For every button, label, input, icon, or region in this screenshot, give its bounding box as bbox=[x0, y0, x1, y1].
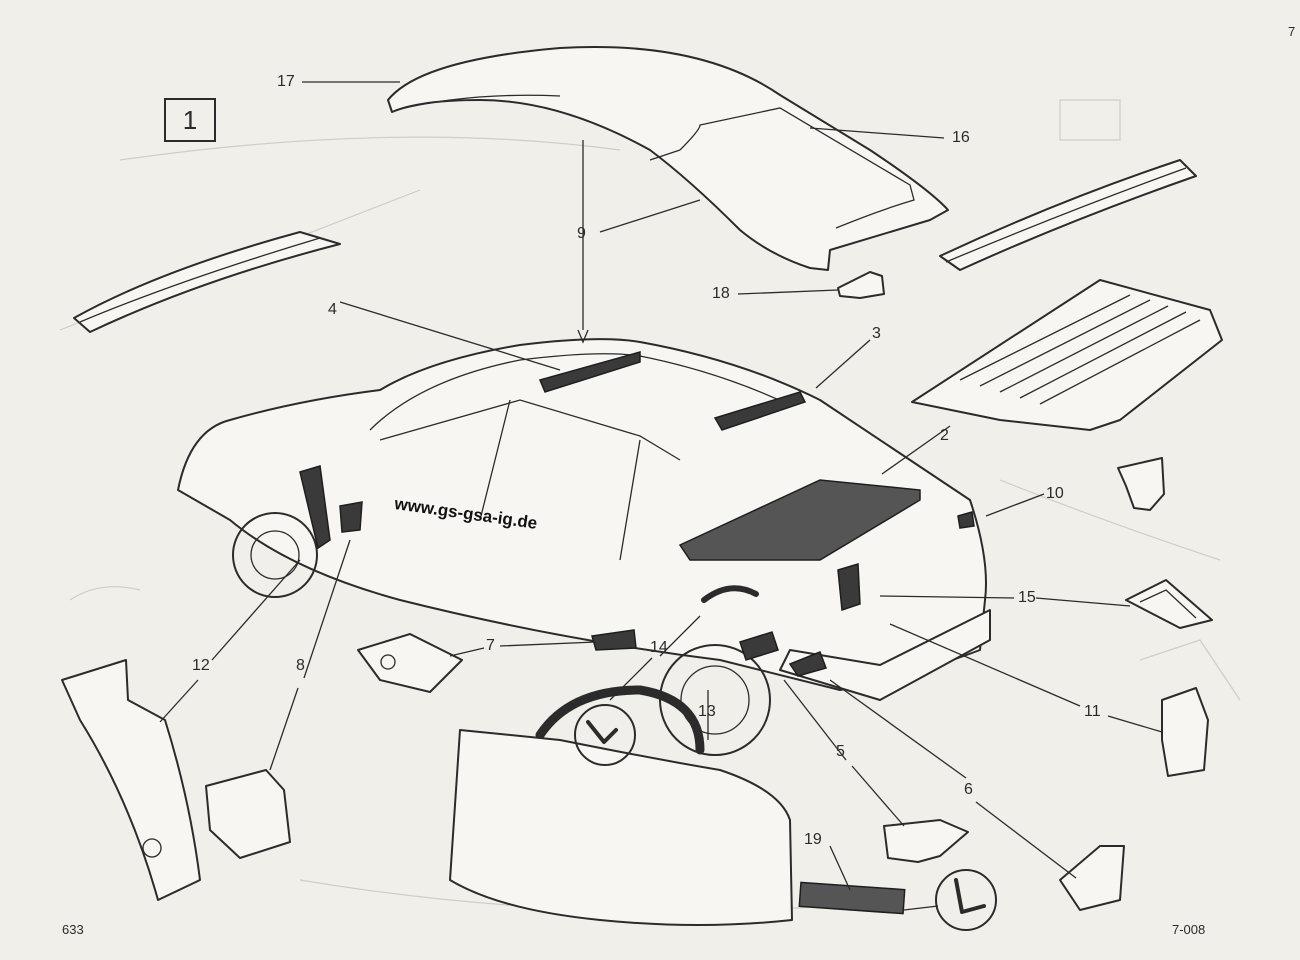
car-body bbox=[177, 338, 991, 756]
wheel-arch-trim bbox=[535, 585, 759, 755]
sill-piece bbox=[357, 633, 463, 693]
callout-8: 8 bbox=[296, 657, 305, 674]
callout-17: 17 bbox=[277, 73, 295, 90]
callout-14: 14 bbox=[650, 639, 668, 656]
callout-5: 5 bbox=[836, 743, 845, 760]
callout-9: 9 bbox=[577, 225, 586, 242]
callout-19: 19 bbox=[804, 831, 822, 848]
callout-11: 11 bbox=[1084, 703, 1101, 720]
part-6-cover bbox=[1059, 845, 1125, 911]
footer-right-code: 7-008 bbox=[1172, 922, 1206, 937]
callout-10: 10 bbox=[1046, 485, 1064, 502]
left-pillar-trim bbox=[61, 659, 201, 901]
leader-lines bbox=[159, 81, 1163, 911]
door-side-panel bbox=[449, 704, 793, 926]
callout-6: 6 bbox=[964, 781, 973, 798]
callout-12: 12 bbox=[192, 657, 210, 674]
small-bracket bbox=[837, 271, 885, 299]
callout-7: 7 bbox=[486, 637, 495, 654]
callout-18: 18 bbox=[712, 285, 730, 302]
part-5-bracket bbox=[883, 819, 969, 863]
group-label: 1 bbox=[164, 98, 216, 142]
callout-4: 4 bbox=[328, 301, 337, 318]
callout-3: 3 bbox=[872, 325, 881, 342]
right-roof-rail bbox=[939, 159, 1197, 271]
part-11-corner bbox=[1161, 687, 1209, 777]
part-10-bracket bbox=[1117, 457, 1165, 511]
rear-floor-panel bbox=[911, 279, 1223, 431]
small-pillar-piece bbox=[205, 769, 291, 859]
callout-13: 13 bbox=[698, 703, 716, 720]
callout-15: 15 bbox=[1018, 589, 1036, 606]
page-number: 7 bbox=[1288, 24, 1296, 39]
part-15-grille bbox=[1125, 579, 1213, 629]
callout-2: 2 bbox=[940, 427, 949, 444]
callout-16: 16 bbox=[952, 129, 970, 146]
roof-panel bbox=[387, 45, 949, 271]
left-roof-rail bbox=[73, 231, 341, 333]
footer-left-code: 633 bbox=[62, 922, 84, 937]
part-19-strip bbox=[798, 869, 997, 931]
